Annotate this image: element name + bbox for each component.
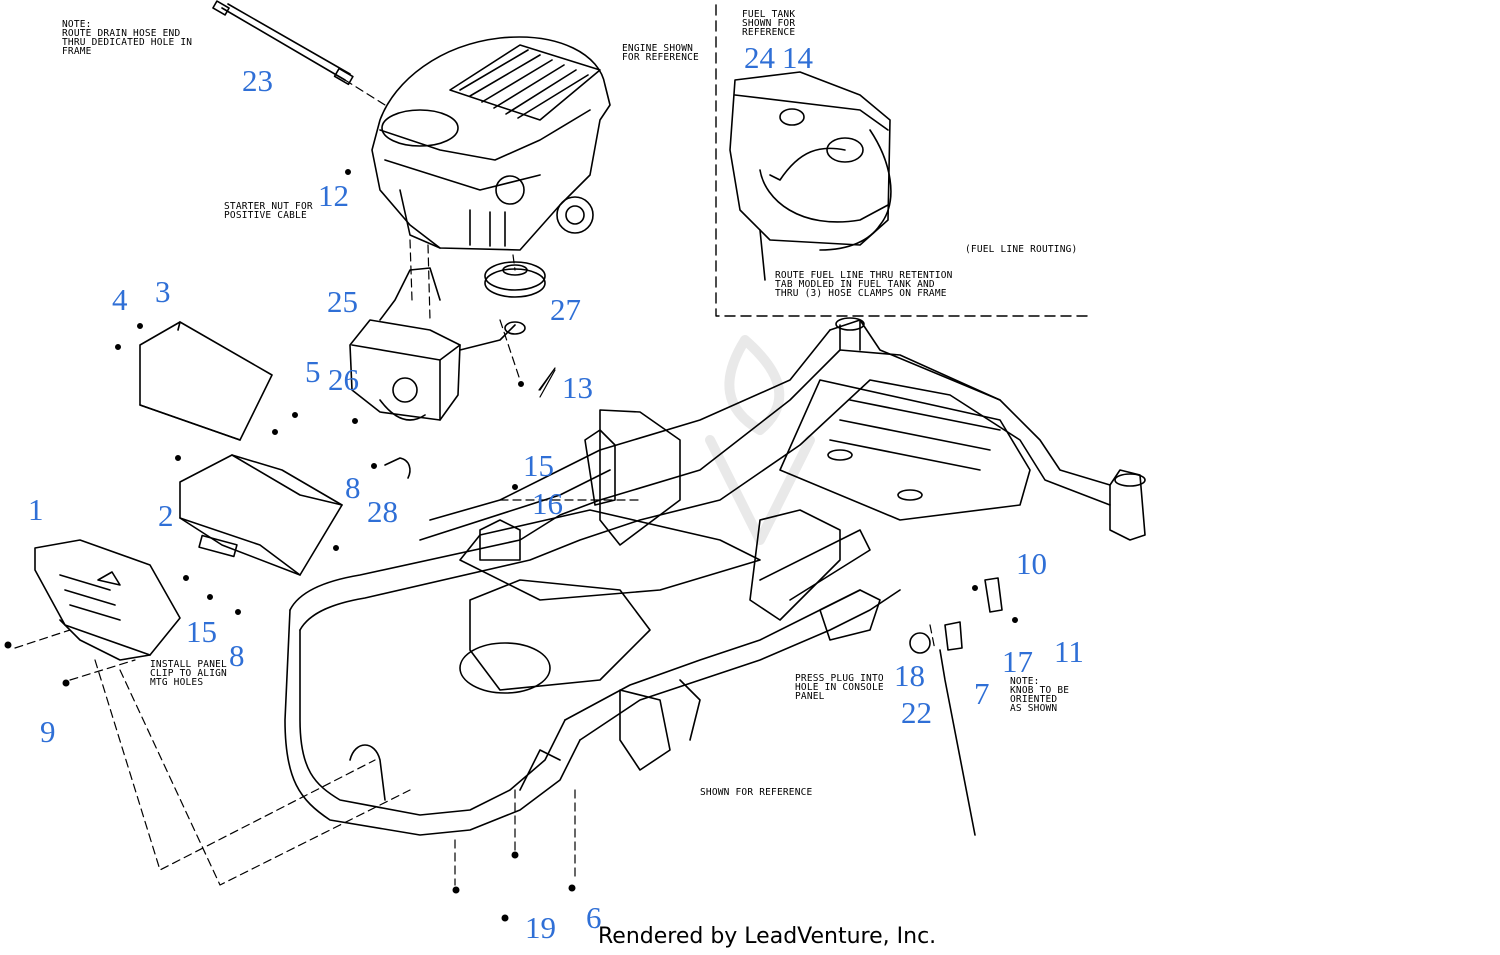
muffler <box>349 267 526 421</box>
callout-1: 1 <box>28 492 44 527</box>
callout-2: 2 <box>158 498 174 533</box>
knob-orientation-note: NOTE: KNOB TO BE ORIENTED AS SHOWN <box>1010 676 1070 714</box>
callout-leaders <box>538 367 556 398</box>
hose-clip <box>384 457 411 479</box>
engine-reference-note: ENGINE SHOWN FOR REFERENCE <box>622 43 699 63</box>
callout-3: 3 <box>155 274 171 309</box>
bracket <box>179 454 343 576</box>
footer-credit: Rendered by LeadVenture, Inc. <box>598 924 937 949</box>
callout-26: 26 <box>328 362 359 397</box>
front-panel <box>34 539 181 661</box>
press-plug-note: PRESS PLUG INTO HOLE IN CONSOLE PANEL <box>795 673 884 702</box>
callout-23: 23 <box>242 63 273 98</box>
callout-15-top: 15 <box>523 448 554 483</box>
callout-15-bottom: 15 <box>186 614 217 649</box>
drain-hose <box>212 0 354 86</box>
callout-28: 28 <box>367 494 398 529</box>
install-panel-note: INSTALL PANEL CLIP TO ALIGN MTG HOLES <box>150 659 227 688</box>
shown-for-reference-note: SHOWN FOR REFERENCE <box>700 787 813 798</box>
fasteners <box>4 169 1018 922</box>
fuel-line-routing-note: (FUEL LINE ROUTING) <box>965 244 1078 255</box>
callout-8-top: 8 <box>345 470 361 505</box>
drain-hose-note: NOTE: ROUTE DRAIN HOSE END THRU DEDICATE… <box>62 19 193 57</box>
choke-cable <box>909 577 1003 836</box>
callout-25: 25 <box>327 284 358 319</box>
callout-6: 6 <box>586 900 602 935</box>
mower-frame <box>284 317 1146 836</box>
callout-13: 13 <box>562 370 593 405</box>
fuel-tank-inset <box>715 4 1093 317</box>
fuel-tank-reference-note: FUEL TANK SHOWN FOR REFERENCE <box>742 9 796 38</box>
callout-19: 19 <box>525 910 556 945</box>
callout-18: 18 <box>894 658 925 693</box>
starter-nut-note: STARTER NUT FOR POSITIVE CABLE <box>224 201 313 221</box>
callout-16: 16 <box>532 486 563 521</box>
watermark-logo <box>705 335 815 545</box>
callout-10: 10 <box>1016 546 1047 581</box>
callout-4: 4 <box>112 282 128 317</box>
callout-24: 24 <box>744 40 775 75</box>
callout-8-bottom: 8 <box>229 638 245 673</box>
callout-17: 17 <box>1002 644 1033 679</box>
route-fuel-line-note: ROUTE FUEL LINE THRU RETENTION TAB MODLE… <box>775 270 953 299</box>
pulley <box>484 261 546 298</box>
callout-9: 9 <box>40 714 56 749</box>
engine <box>371 36 611 251</box>
callout-22: 22 <box>901 695 932 730</box>
bottom-leaders <box>454 319 936 886</box>
callout-27: 27 <box>550 292 581 327</box>
callout-14: 14 <box>782 40 813 75</box>
callout-12: 12 <box>318 178 349 213</box>
heat-shield <box>139 321 273 441</box>
callout-5: 5 <box>305 354 321 389</box>
callout-7: 7 <box>974 676 990 711</box>
callout-11: 11 <box>1054 634 1084 669</box>
